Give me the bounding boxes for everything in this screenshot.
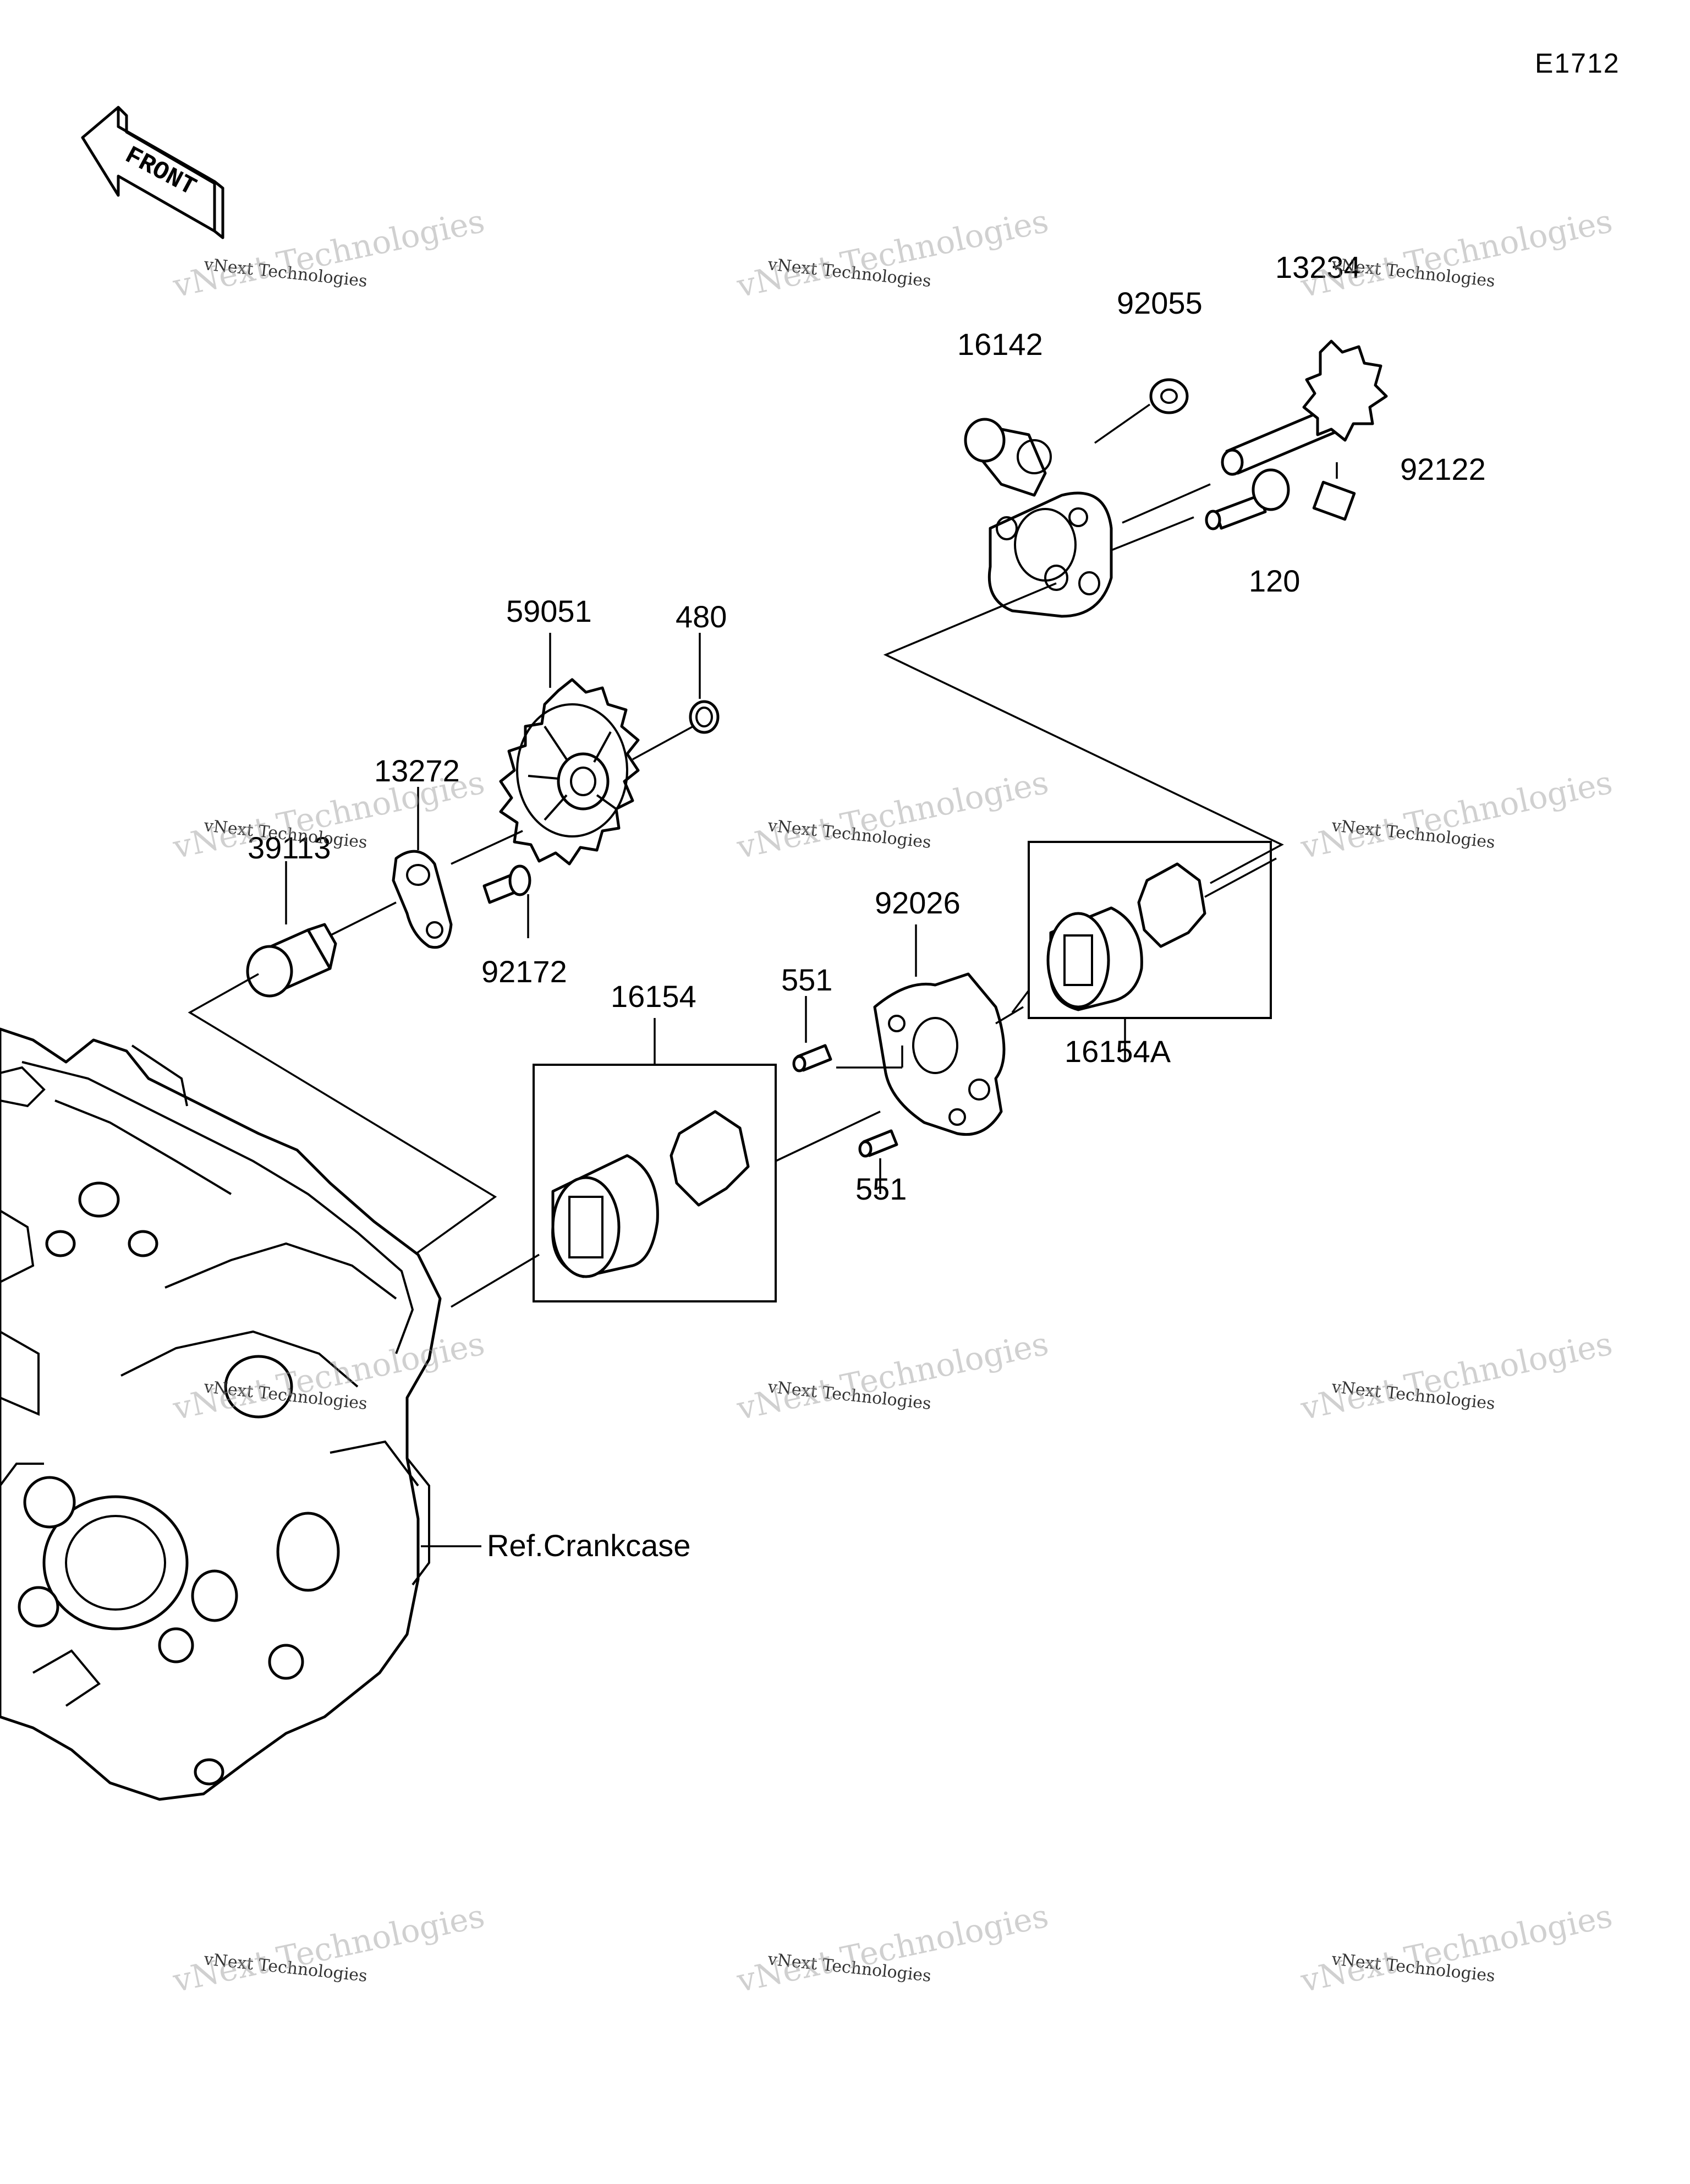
watermark-line2: vNext Technologies	[733, 202, 1052, 305]
watermark-line2: vNext Technologies	[1297, 1897, 1616, 2000]
watermark-line2: vNext Technologies	[169, 1897, 488, 2000]
watermark-line2: vNext Technologies	[1297, 1324, 1616, 1427]
label-59051: 59051	[506, 594, 592, 628]
shaft-39113	[246, 923, 337, 998]
label-16154A: 16154A	[1065, 1034, 1171, 1069]
rotor-set-16154	[533, 1064, 777, 1302]
washer-92055	[1149, 378, 1189, 414]
plate-13272	[392, 850, 453, 949]
pin-551a	[792, 1044, 832, 1072]
watermark-line2: vNext Technologies	[733, 763, 1052, 866]
label-551a: 551	[781, 962, 832, 997]
pin-92122	[1312, 480, 1356, 521]
watermark-line2: vNext Technologies	[733, 1897, 1052, 2000]
pump-body-92026	[873, 972, 1006, 1136]
label-16154: 16154	[611, 979, 696, 1014]
label-92026: 92026	[875, 885, 961, 920]
shaft-13234	[1221, 340, 1388, 476]
ref-crankcase-label: Ref.Crankcase	[487, 1528, 690, 1563]
diagram-code: E1712	[1535, 48, 1620, 79]
label-120: 120	[1249, 563, 1300, 598]
gear-59051	[499, 678, 640, 866]
label-551b: 551	[855, 1172, 907, 1206]
label-39113: 39113	[248, 830, 331, 865]
label-480: 480	[676, 599, 727, 634]
crankcase	[0, 1027, 442, 1801]
watermark-line2: vNext Technologies	[1297, 763, 1616, 866]
label-13272: 13272	[374, 753, 460, 788]
watermark-line2: vNext Technologies	[733, 1324, 1052, 1427]
rotor-set-16154A	[1028, 841, 1272, 1019]
circlip-480	[689, 700, 720, 734]
bolt-120	[1205, 468, 1290, 530]
label-92172: 92172	[481, 954, 567, 989]
label-16142: 16142	[957, 327, 1043, 362]
screw-92172	[482, 864, 531, 904]
label-13234: 13234	[1275, 250, 1361, 284]
pump-cover-16142	[964, 418, 1113, 618]
label-92055: 92055	[1117, 286, 1203, 320]
pin-551b	[858, 1129, 898, 1158]
front-arrow-icon: FRONT	[81, 106, 224, 239]
watermarks: vNext Technologies vNext Technologies vNex…	[169, 202, 1616, 2000]
label-92122: 92122	[1400, 452, 1486, 486]
